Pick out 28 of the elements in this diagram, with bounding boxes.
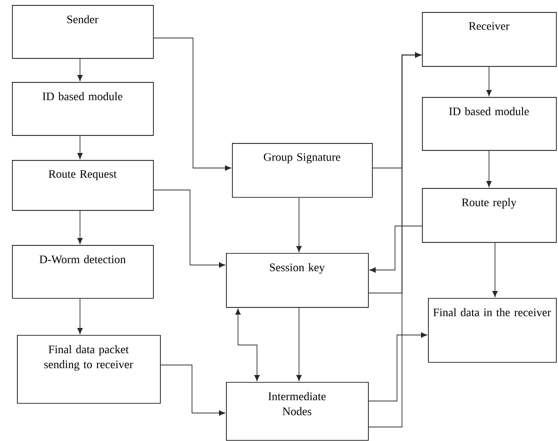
arrow — [77, 210, 83, 244]
process-box: Session key — [226, 252, 369, 308]
arrow — [486, 150, 492, 188]
process-box: D-Worm detection — [12, 245, 154, 299]
arrow — [370, 226, 422, 273]
process-box: ID based module — [12, 82, 154, 136]
arrow — [77, 58, 83, 82]
process-box: Final data in the receiver — [428, 298, 557, 363]
process-box: Final data packet sending to receiver — [17, 334, 161, 404]
process-box: Sender — [12, 5, 154, 59]
arrow — [77, 298, 83, 334]
arrow — [153, 190, 226, 268]
arrow — [153, 38, 232, 171]
process-box: Route Request — [12, 160, 154, 211]
process-box: ID based module — [422, 97, 557, 151]
arrow — [368, 332, 428, 402]
arrow — [296, 197, 302, 252]
arrow — [368, 52, 422, 428]
arrow — [296, 307, 302, 382]
arrow — [77, 135, 83, 160]
process-box: Receiver — [422, 12, 557, 67]
process-box: Group Signature — [232, 143, 373, 198]
arrow — [486, 66, 492, 96]
arrow — [492, 242, 498, 298]
arrow — [235, 308, 260, 382]
process-box: Intermediate Nodes — [226, 382, 369, 441]
arrow — [160, 364, 226, 416]
process-box: Route reply — [422, 188, 557, 243]
